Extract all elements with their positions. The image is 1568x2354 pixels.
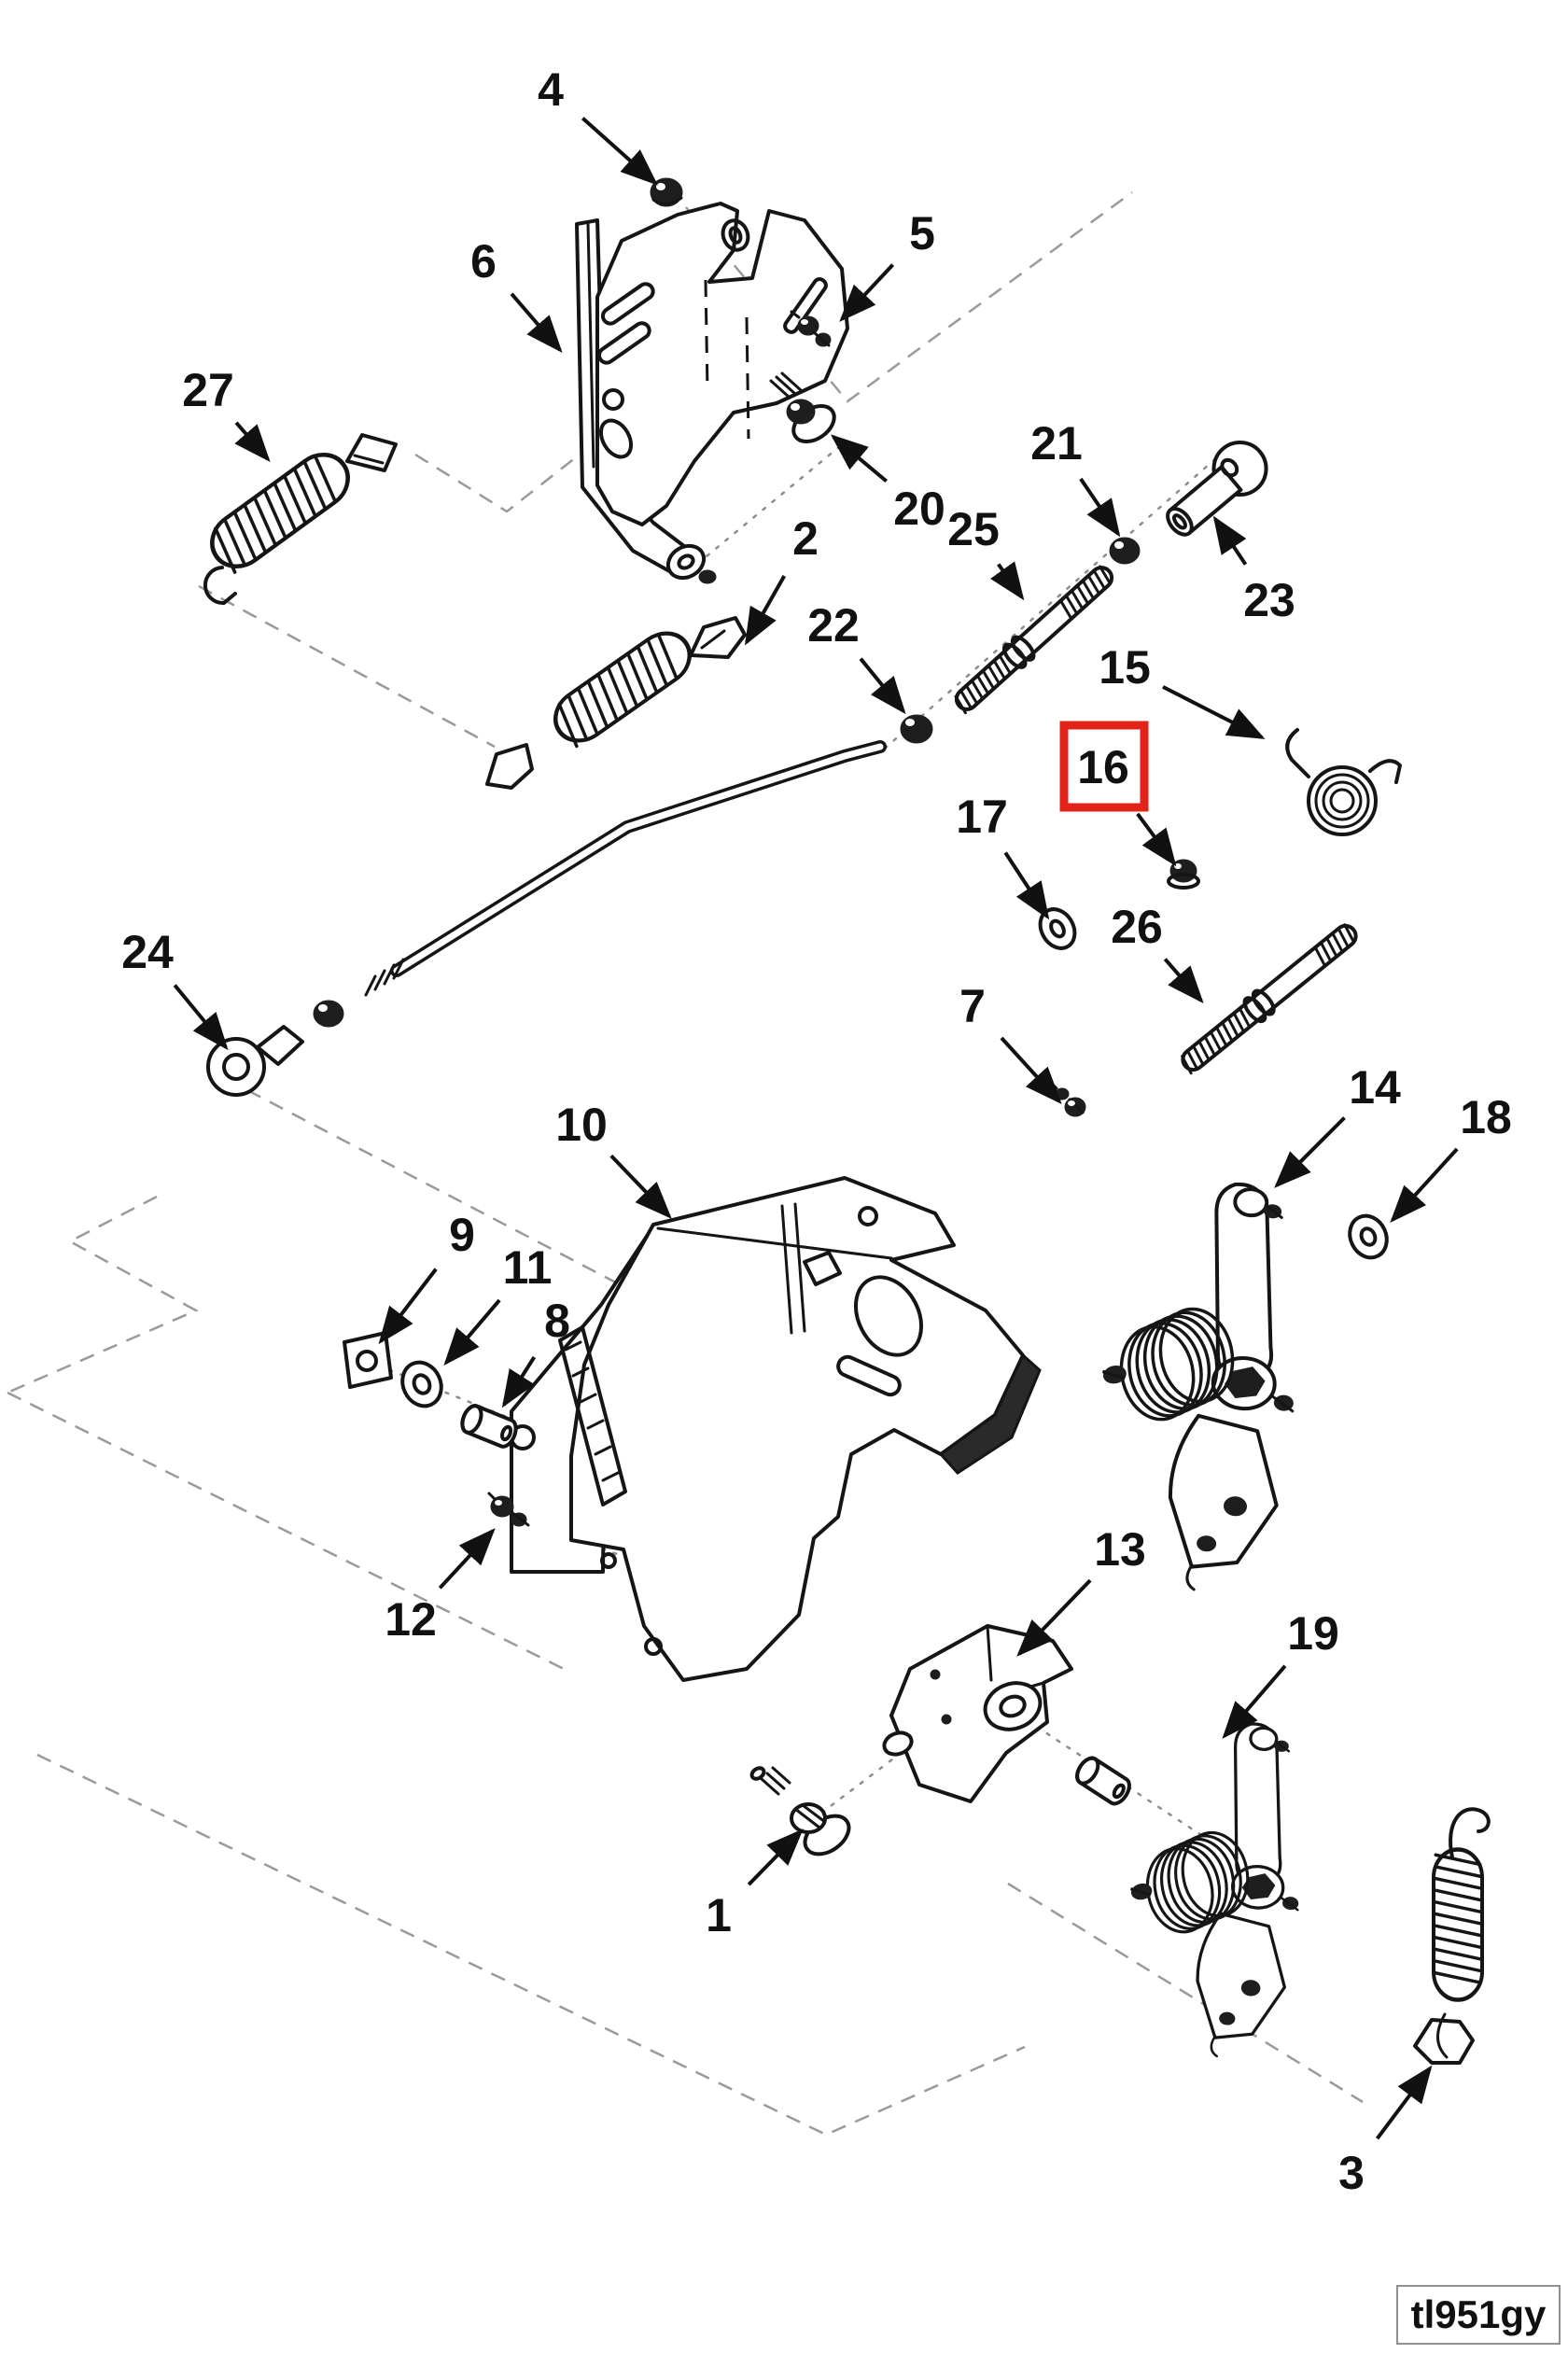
bracket-main-10	[510, 1176, 1042, 1682]
svg-text:23: 23	[1243, 574, 1295, 626]
threaded-rod-26	[1181, 923, 1358, 1075]
svg-text:14: 14	[1349, 1061, 1401, 1114]
svg-text:13: 13	[1094, 1523, 1146, 1576]
nut-22	[900, 714, 933, 744]
bracket-upper	[575, 202, 849, 584]
callout-4[interactable]: 4	[538, 63, 658, 186]
callout-16[interactable]: 16	[1059, 721, 1177, 867]
pivot-bolt-23	[1166, 441, 1268, 537]
callout-11[interactable]: 11	[443, 1241, 553, 1366]
threaded-rod-25	[954, 565, 1114, 715]
diagram-code-text: tl951gy	[1410, 2292, 1547, 2336]
bracket-13	[882, 1624, 1073, 1803]
svg-text:11: 11	[503, 1241, 553, 1294]
bolt-20	[769, 371, 836, 444]
screw-5	[790, 310, 832, 347]
callout-24[interactable]: 24	[121, 926, 229, 1051]
svg-text:25: 25	[947, 503, 1000, 555]
callout-21[interactable]: 21	[1030, 417, 1121, 538]
svg-text:4: 4	[538, 63, 564, 116]
callout-9[interactable]: 9	[378, 1209, 475, 1345]
callout-26[interactable]: 26	[1111, 901, 1204, 1004]
callout-22[interactable]: 22	[807, 599, 906, 715]
callout-23[interactable]: 23	[1212, 515, 1295, 626]
callout-7[interactable]: 7	[959, 980, 1062, 1104]
svg-text:26: 26	[1111, 901, 1163, 953]
nut-21	[1109, 537, 1141, 565]
washer-18	[1348, 1213, 1389, 1260]
washer-17	[1038, 907, 1077, 950]
svg-text:3: 3	[1338, 2147, 1365, 2199]
screw-12	[487, 1492, 530, 1527]
svg-text:6: 6	[470, 235, 497, 287]
selected-part-highlight-box	[1059, 721, 1149, 812]
callout-2[interactable]: 2	[745, 512, 819, 646]
bushing-13-19	[1071, 1752, 1136, 1810]
torsion-spring-15	[1285, 728, 1402, 836]
svg-text:20: 20	[893, 483, 945, 535]
svg-text:5: 5	[909, 207, 935, 259]
callout-1[interactable]: 1	[706, 1829, 804, 1941]
flange-nut-4	[650, 177, 683, 207]
spring-middle-and-clevis-2	[485, 616, 747, 790]
callout-15[interactable]: 15	[1099, 641, 1266, 739]
bolt-1	[749, 1766, 851, 1857]
callout-8[interactable]: 8	[501, 1295, 570, 1408]
control-rod-24	[206, 740, 887, 1097]
svg-text:2: 2	[792, 512, 819, 565]
svg-text:18: 18	[1460, 1091, 1512, 1143]
svg-text:10: 10	[555, 1099, 608, 1151]
nut-16	[1167, 859, 1200, 890]
governor-assembly-14	[1161, 1179, 1310, 1598]
svg-text:9: 9	[449, 1209, 475, 1261]
governor-assembly-19	[1190, 1719, 1312, 2063]
callout-14[interactable]: 14	[1274, 1061, 1401, 1188]
callout-18[interactable]: 18	[1390, 1091, 1512, 1223]
callout-19[interactable]: 19	[1222, 1607, 1339, 1740]
callout-12[interactable]: 12	[385, 1528, 496, 1646]
svg-text:17: 17	[956, 791, 1008, 843]
svg-text:21: 21	[1030, 417, 1083, 469]
svg-text:16: 16	[1077, 741, 1129, 793]
callout-5[interactable]: 5	[839, 207, 935, 322]
callout-10[interactable]: 10	[555, 1099, 672, 1219]
svg-text:7: 7	[959, 980, 986, 1032]
svg-text:27: 27	[182, 364, 234, 416]
callout-3[interactable]: 3	[1338, 2065, 1433, 2199]
callout-13[interactable]: 13	[1016, 1523, 1146, 1657]
washer-11	[400, 1360, 443, 1408]
svg-text:1: 1	[706, 1889, 732, 1941]
callout-17[interactable]: 17	[956, 791, 1050, 920]
callout-20[interactable]: 20	[830, 434, 945, 535]
svg-text:19: 19	[1287, 1607, 1339, 1660]
callout-27[interactable]: 27	[182, 364, 271, 463]
diagram-code-label: tl951gy	[1396, 2285, 1561, 2345]
extension-spring-3	[1413, 1807, 1491, 2065]
callout-25[interactable]: 25	[947, 503, 1025, 601]
callout-6[interactable]: 6	[470, 235, 563, 354]
spring-27	[202, 433, 398, 606]
svg-text:12: 12	[385, 1593, 437, 1646]
svg-text:22: 22	[807, 599, 860, 652]
svg-text:8: 8	[544, 1295, 570, 1347]
phantom-alignment-lines	[7, 190, 1364, 2137]
square-washer-9	[343, 1331, 393, 1389]
svg-text:24: 24	[121, 926, 174, 978]
svg-text:15: 15	[1099, 641, 1151, 694]
